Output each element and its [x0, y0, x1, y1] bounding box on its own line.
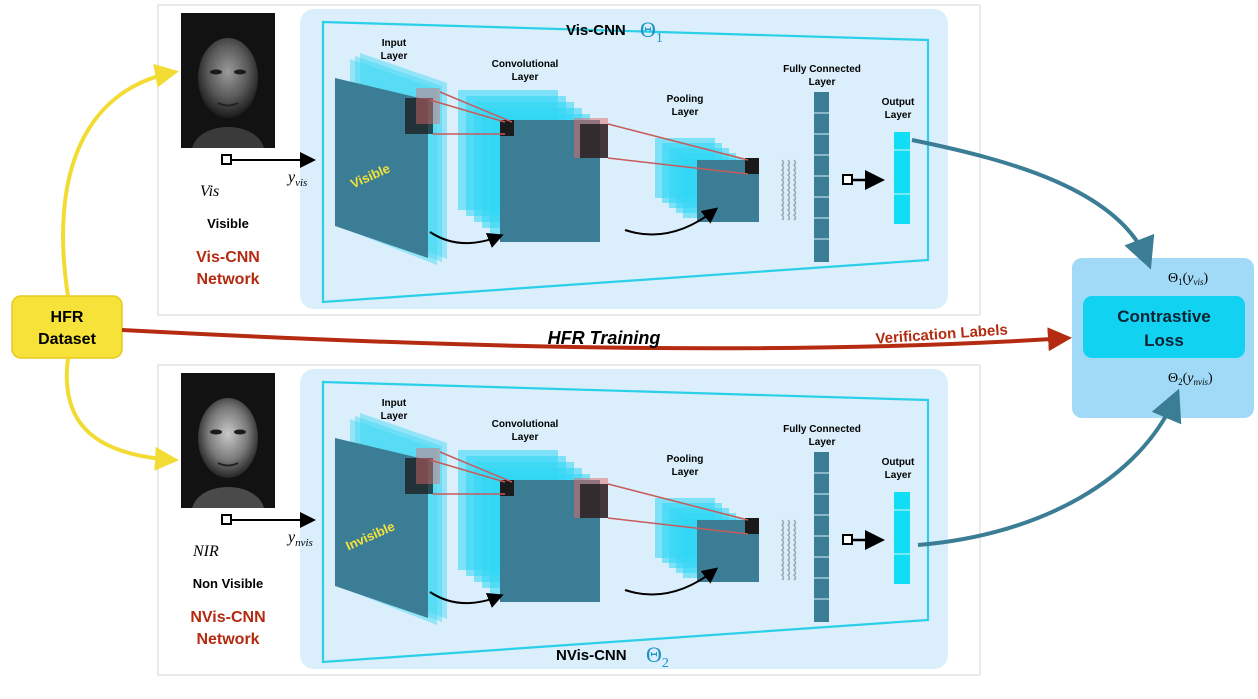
layer-label-conv-2: Layer: [512, 72, 539, 83]
panel-theta: Θ2: [646, 642, 669, 671]
conv-flow-arrow: [429, 591, 504, 608]
panel-theta: Θ1: [640, 17, 663, 46]
dataset-to-nir-arrow: [64, 357, 179, 471]
hfr-dataset-box: [11, 295, 123, 359]
flatten-squiggle: [786, 519, 791, 581]
network-name-1: NVis-CNN: [190, 609, 265, 626]
layer-label-conv-2: Layer: [512, 432, 539, 443]
input-plane: [335, 438, 428, 618]
conv-kernel: [580, 124, 608, 158]
pool-layer-stack: [655, 138, 759, 222]
flatten-squiggle: [780, 159, 785, 221]
verification-arrow: [121, 327, 1072, 352]
modality-label: Visible: [207, 216, 249, 231]
network-frame: [321, 380, 930, 664]
loss-title-2: Loss: [1144, 331, 1184, 350]
output-layer: [894, 492, 910, 584]
layer-label-fc-2: Layer: [809, 77, 836, 88]
layer-label-fc: Fully Connected: [783, 64, 861, 75]
panel-title: Vis-CNN: [566, 22, 626, 39]
dataset-to-visible-arrow: [61, 63, 179, 297]
layer-label-output-2: Layer: [885, 470, 912, 481]
panel-background: [300, 369, 948, 669]
layer-label-output: Output: [882, 457, 915, 468]
conv-kernel: [580, 484, 608, 518]
conv-receptive-cell: [500, 120, 514, 136]
layer-label-pool: Pooling: [667, 94, 704, 105]
pool-flow-arrow: [624, 567, 719, 596]
layer-label-input-2: Layer: [381, 51, 408, 62]
pool-cell: [745, 518, 759, 534]
loss-title-1: Contrastive: [1117, 307, 1211, 326]
layer-label-input: Input: [382, 38, 407, 49]
flatten-squiggle: [786, 159, 791, 221]
pool-cell: [745, 158, 759, 174]
input-y-label: yvis: [286, 169, 307, 189]
modality-label: Non Visible: [193, 576, 264, 591]
layer-label-input-2: Layer: [381, 411, 408, 422]
input-plane: [335, 78, 428, 258]
hfr-training-label: HFR Training: [548, 328, 661, 348]
input-symbol: NIR: [192, 543, 219, 560]
layer-label-input: Input: [382, 398, 407, 409]
input-kernel: [405, 458, 433, 494]
dataset-line-2: Dataset: [38, 331, 96, 348]
contrastive-loss-node: Contrastive Loss Θ1(yvis) Θ2(ynvis): [1072, 258, 1254, 418]
flatten-squiggle: [792, 159, 797, 221]
layer-label-pool: Pooling: [667, 454, 704, 465]
fully-connected-layer: [814, 452, 829, 622]
network-name-2: Network: [196, 271, 259, 288]
fully-connected-layer: [814, 92, 829, 262]
layer-label-output: Output: [882, 97, 915, 108]
hfr-dataset-node: HFR Dataset: [11, 295, 123, 359]
panel-title: NVis-CNN: [556, 647, 627, 664]
loss-bottom-formula: Θ2(ynvis): [1168, 371, 1213, 387]
layer-label-pool-2: Layer: [672, 467, 699, 478]
vis-output-to-loss-arrow: [911, 138, 1155, 270]
flatten-squiggle: [792, 519, 797, 581]
input-symbol: Vis: [200, 183, 219, 200]
layer-label-fc-2: Layer: [809, 437, 836, 448]
dataset-line-1: HFR: [51, 309, 84, 326]
fc-node: [842, 174, 853, 185]
loss-top-formula: Θ1(yvis): [1168, 271, 1209, 287]
pool-flow-arrow: [624, 207, 719, 236]
layer-label-output-2: Layer: [885, 110, 912, 121]
input-node: [221, 514, 232, 525]
panel-background: [300, 9, 948, 309]
face-photo: [181, 373, 275, 508]
layer-label-fc: Fully Connected: [783, 424, 861, 435]
network-frame: [321, 20, 930, 304]
input-y-label: ynvis: [286, 529, 313, 549]
layer-label-conv: Convolutional: [492, 419, 559, 430]
layer-label-conv: Convolutional: [492, 59, 559, 70]
nvis-output-to-loss-arrow: [917, 388, 1182, 547]
conv-layer-stack: [458, 90, 600, 242]
network-name-1: Vis-CNN: [196, 249, 260, 266]
fc-node: [842, 534, 853, 545]
network-name-2: Network: [196, 631, 259, 648]
output-layer: [894, 132, 910, 224]
conv-layer-stack: [458, 450, 600, 602]
conv-flow-arrow: [429, 231, 504, 248]
input-node: [221, 154, 232, 165]
face-photo: [181, 13, 275, 148]
input-kernel: [405, 98, 433, 134]
layer-label-pool-2: Layer: [672, 107, 699, 118]
flatten-squiggle: [780, 519, 785, 581]
conv-receptive-cell: [500, 480, 514, 496]
loss-inner-box: [1083, 296, 1245, 358]
